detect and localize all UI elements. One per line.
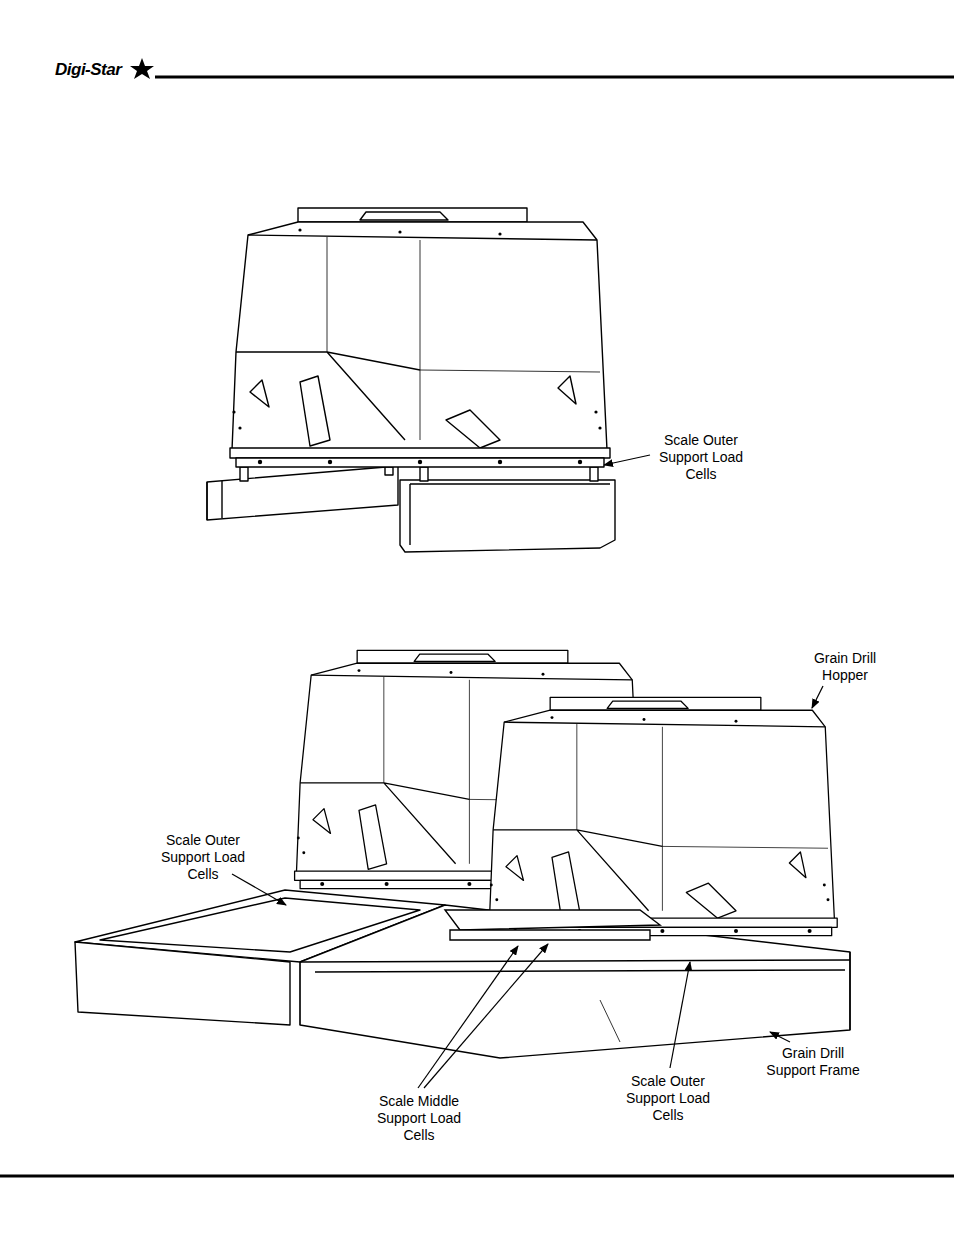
callout-label: Grain Drill Support Frame (761, 1045, 865, 1079)
leader-lines (232, 455, 823, 1088)
callout-label: Scale Outer Support Load Cells (151, 832, 255, 883)
callout-label: Grain Drill Hopper (800, 650, 890, 684)
logo-text: Digi-Star (55, 60, 121, 80)
callout-label: Scale Outer Support Load Cells (649, 432, 753, 483)
logo-star (130, 58, 154, 79)
callout-label: Scale Outer Support Load Cells (616, 1073, 720, 1124)
callout-label: Scale Middle Support Load Cells (367, 1093, 471, 1144)
